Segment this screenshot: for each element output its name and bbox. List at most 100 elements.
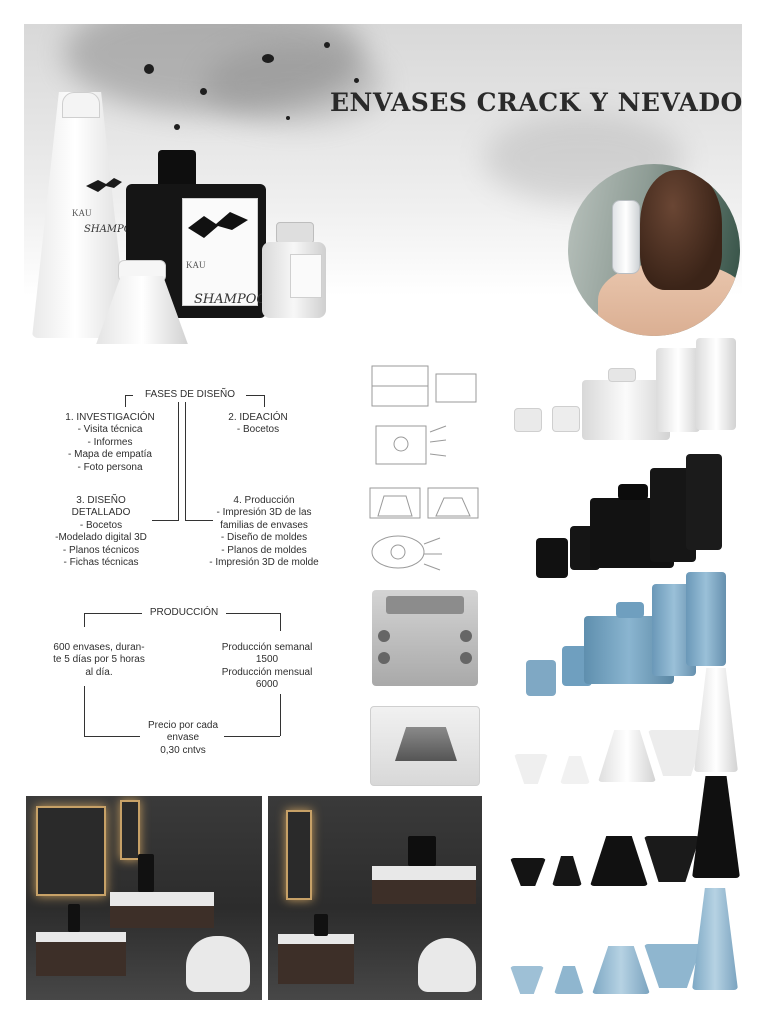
brand-label: KAU (72, 208, 92, 218)
phase-item: - Bocetos (79, 519, 123, 531)
phase-title: 2. IDEACIÓN (228, 412, 288, 423)
product-bottle (408, 836, 436, 866)
phase-item: - Diseño de moldes (220, 532, 308, 544)
phase-produccion: 4. Producción - Impresión 3D de las fami… (198, 495, 330, 569)
product-family-white-square (508, 334, 740, 440)
phase-title: 4. Producción (233, 495, 295, 506)
production-line: 1500 (255, 654, 279, 666)
production-line: Precio por cada (147, 720, 219, 731)
vanity-cabinet (36, 942, 126, 976)
connector (84, 686, 85, 736)
vanity-cabinet (372, 880, 476, 904)
product-family-black-square (508, 450, 740, 582)
connector (84, 613, 142, 614)
production-volume: 600 envases, duran- te 5 días por 5 hora… (40, 642, 158, 679)
phase-item: - Visita técnica (77, 424, 143, 436)
connector (246, 395, 264, 396)
production-line: envase (166, 732, 200, 744)
mold-bolt (378, 652, 390, 664)
technical-drawing-jar (371, 365, 477, 465)
phase-item: -Modelado digital 3D (55, 532, 147, 544)
connector (84, 736, 140, 737)
shampoo-label: SHAMPOO (194, 292, 268, 307)
connector (152, 520, 179, 521)
phase-investigacion: 1. INVESTIGACIÓN - Visita técnica - Info… (40, 412, 180, 474)
connector (226, 613, 280, 614)
phase-item: - Foto persona (77, 461, 143, 473)
ink-drop (324, 42, 330, 48)
jar-label (182, 198, 258, 306)
phase-title: 1. INVESTIGACIÓN (65, 412, 155, 423)
product-family-white-cone (508, 668, 740, 786)
jar-label (290, 254, 322, 298)
mold-top (386, 596, 464, 614)
phase-diseno-detallado: 3. DISEÑO DETALLADO - Bocetos -Modelado … (38, 495, 164, 569)
product-family-black-cone (508, 772, 740, 890)
ink-drop (200, 88, 207, 95)
user-portrait (568, 164, 740, 336)
bathroom-render-2 (268, 796, 482, 1000)
product-bottle (314, 914, 328, 936)
bottle-cap (62, 92, 100, 118)
connector (185, 520, 213, 521)
connector (280, 694, 281, 736)
phase-item: - Planos de moldes (221, 544, 307, 556)
connector (84, 613, 85, 627)
backlit-mirror (286, 810, 312, 900)
connector (280, 613, 281, 631)
portrait-bottle (612, 200, 640, 274)
grey-square-jar (262, 242, 326, 318)
production-line: al día. (85, 666, 113, 678)
phase-item: - Mapa de empatía (68, 449, 152, 461)
product-family-blue-square (508, 570, 740, 698)
product-family-blue-cone (508, 886, 740, 998)
mold-render-3d (372, 590, 478, 686)
ink-drop (286, 116, 290, 120)
vanity-cabinet (278, 944, 354, 984)
vanity-counter (36, 932, 126, 942)
phase-ideacion: 2. IDEACIÓN - Bocetos (206, 412, 310, 437)
bathroom-render-1 (26, 796, 262, 1000)
production-line: te 5 días por 5 horas (53, 654, 145, 666)
phase-item: - Impresión 3D de las (216, 507, 312, 519)
grey-jar-cap (276, 222, 314, 244)
connector (125, 395, 126, 407)
hero-banner: ENVASES CRACK Y NEVADO KAU SHAMPOO KAU S… (24, 24, 742, 344)
vanity-counter (372, 866, 476, 880)
technical-drawing-cone (369, 487, 479, 571)
black-jar-cap (158, 150, 196, 188)
backlit-mirror (120, 800, 140, 860)
production-line: 0,30 cntvs (160, 744, 206, 756)
mold-bolt (460, 630, 472, 642)
ink-drop (354, 78, 359, 83)
phase-item: familias de envases (220, 519, 308, 531)
production-price: Precio por cada envase 0,30 cntvs (134, 720, 232, 757)
connector (185, 402, 186, 520)
phase-item: - Impresión 3D de molde (209, 557, 319, 569)
mold-render-cavity (370, 706, 480, 786)
ink-drop (144, 64, 154, 74)
phase-item: - Informes (87, 436, 133, 448)
mold-bolt (378, 630, 390, 642)
phase-item: - Bocetos (236, 424, 280, 436)
ink-drop (174, 124, 180, 130)
mold-bolt (460, 652, 472, 664)
connector (178, 402, 179, 520)
connector (224, 736, 280, 737)
portrait-hair (640, 170, 722, 290)
production-line: 600 envases, duran- (53, 642, 145, 653)
toilet (418, 938, 476, 992)
diver-silhouette-icon (188, 212, 248, 238)
phase-title: 3. DISEÑO (76, 495, 126, 506)
vanity-counter (278, 934, 354, 944)
connector (125, 395, 133, 396)
production-line: 6000 (255, 679, 279, 691)
production-title: PRODUCCIÓN (149, 607, 219, 618)
product-bottle (68, 904, 80, 932)
phase-item: - Planos técnicos (62, 544, 140, 556)
connector (264, 395, 265, 407)
mold-cavity (395, 727, 457, 761)
ink-smoke (204, 44, 384, 124)
backlit-mirror (36, 806, 106, 896)
design-phases-title: FASES DE DISEÑO (144, 389, 236, 400)
